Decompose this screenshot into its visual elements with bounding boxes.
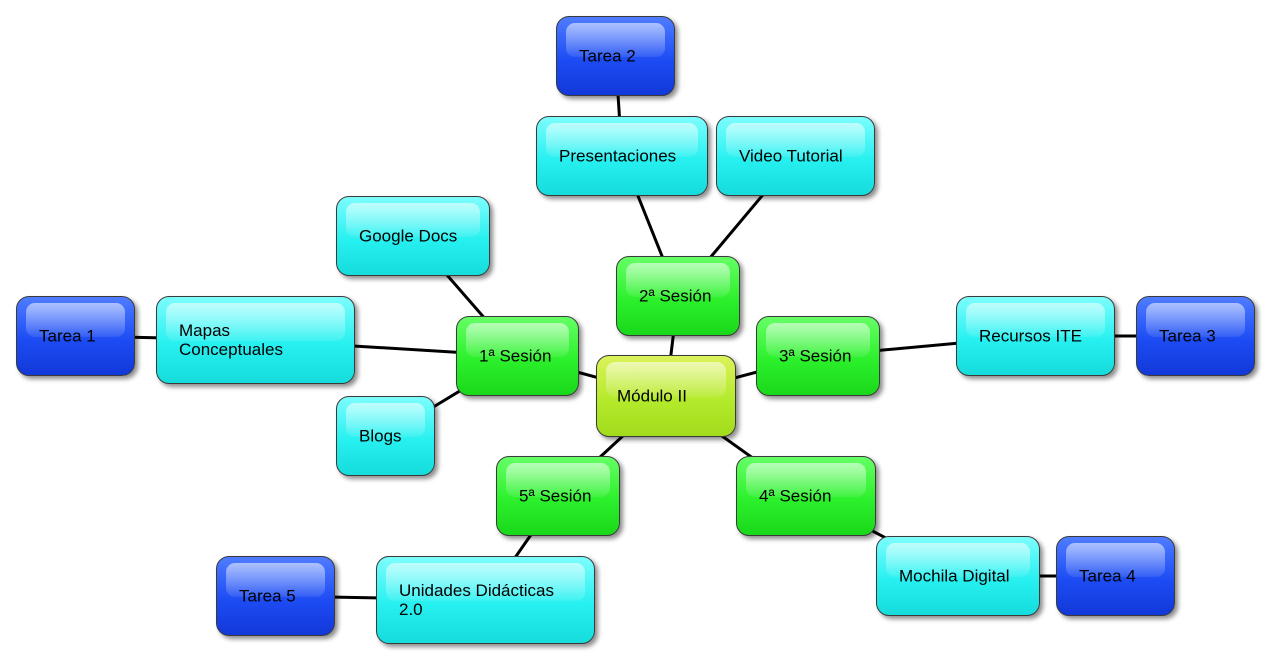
node-video-tutorial[interactable]: Video Tutorial	[716, 116, 875, 196]
node-sesion-2[interactable]: 2ª Sesión	[616, 256, 740, 336]
node-label: 1ª Sesión	[479, 346, 552, 366]
node-label: Unidades Didácticas 2.0	[399, 581, 554, 619]
node-modulo-ii[interactable]: Módulo II	[596, 355, 736, 437]
node-label: Tarea 3	[1159, 326, 1216, 346]
node-label: Recursos ITE	[979, 326, 1082, 346]
node-sesion-1[interactable]: 1ª Sesión	[456, 316, 579, 396]
node-label: Blogs	[359, 426, 402, 446]
node-tarea-1[interactable]: Tarea 1	[16, 296, 135, 376]
node-label: Google Docs	[359, 226, 458, 246]
node-google-docs[interactable]: Google Docs	[336, 196, 490, 276]
node-label: Tarea 2	[579, 46, 636, 66]
node-label: 2ª Sesión	[639, 286, 712, 306]
node-label: Presentaciones	[559, 146, 677, 166]
node-blogs[interactable]: Blogs	[336, 396, 435, 476]
node-mapas-conceptuales[interactable]: Mapas Conceptuales	[156, 296, 355, 384]
node-tarea-4[interactable]: Tarea 4	[1056, 536, 1175, 616]
node-unidades-didacticas[interactable]: Unidades Didácticas 2.0	[376, 556, 595, 644]
node-label: Mochila Digital	[899, 566, 1010, 586]
node-sesion-3[interactable]: 3ª Sesión	[756, 316, 880, 396]
node-tarea-3[interactable]: Tarea 3	[1136, 296, 1255, 376]
node-presentaciones[interactable]: Presentaciones	[536, 116, 708, 196]
node-label: Tarea 4	[1079, 566, 1136, 586]
node-sesion-5[interactable]: 5ª Sesión	[496, 456, 620, 536]
node-tarea-2[interactable]: Tarea 2	[556, 16, 675, 96]
node-label: Video Tutorial	[739, 146, 843, 166]
node-tarea-5[interactable]: Tarea 5	[216, 556, 335, 636]
node-sesion-4[interactable]: 4ª Sesión	[736, 456, 876, 536]
node-label: Tarea 5	[239, 586, 296, 606]
node-recursos-ite[interactable]: Recursos ITE	[956, 296, 1115, 376]
node-label: 5ª Sesión	[519, 486, 592, 506]
node-label: 3ª Sesión	[779, 346, 852, 366]
node-label: 4ª Sesión	[759, 486, 832, 506]
node-mochila-digital[interactable]: Mochila Digital	[876, 536, 1040, 616]
node-label: Mapas Conceptuales	[179, 321, 283, 359]
node-label: Tarea 1	[39, 326, 96, 346]
node-label: Módulo II	[617, 386, 687, 406]
